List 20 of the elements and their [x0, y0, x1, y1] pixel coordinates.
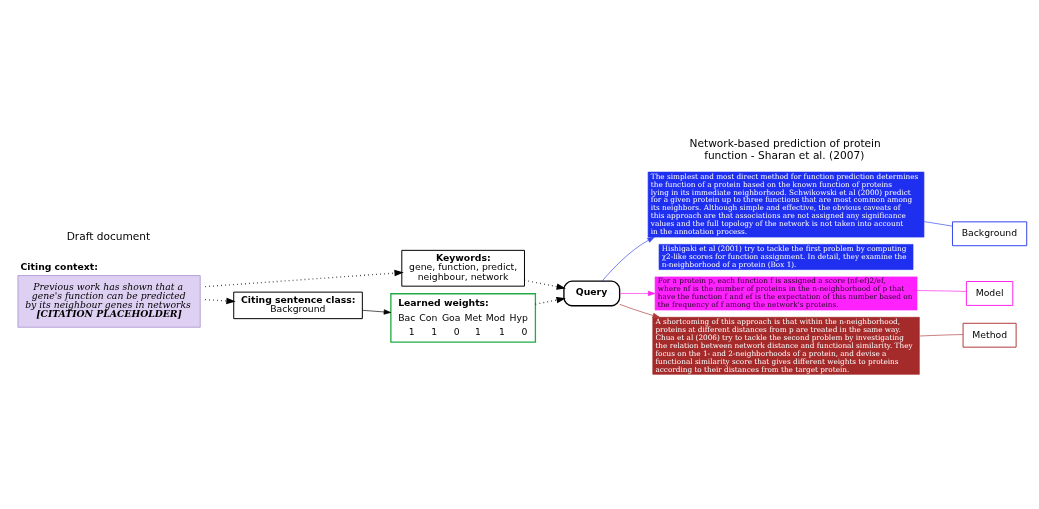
connector	[923, 220, 953, 226]
connector	[919, 333, 964, 336]
arrow	[362, 308, 392, 315]
arrow	[619, 303, 660, 318]
label: Network-based prediction of protein function - Sharan et al. (2007)	[689, 136, 881, 161]
connector	[916, 289, 967, 292]
node-box: Keywords: gene, function, predict, neighbour, network	[401, 249, 525, 287]
node-box: Query	[563, 280, 621, 306]
node-box: Citing sentence class: Background	[233, 291, 363, 319]
arrow	[619, 290, 656, 296]
arrow	[523, 279, 566, 290]
node-box: Model	[965, 280, 1014, 306]
node-box: Learned weights: Bac Con Goa Met Mod Hyp 1 1 0 1 1 0	[390, 292, 537, 343]
label: Draft document	[66, 229, 151, 242]
node-label: Citing context:	[20, 260, 98, 272]
arrow	[601, 236, 655, 281]
node-box: Background	[951, 220, 1028, 246]
arrow	[204, 297, 236, 304]
arrow	[534, 296, 566, 305]
node-box: Method	[962, 322, 1017, 348]
